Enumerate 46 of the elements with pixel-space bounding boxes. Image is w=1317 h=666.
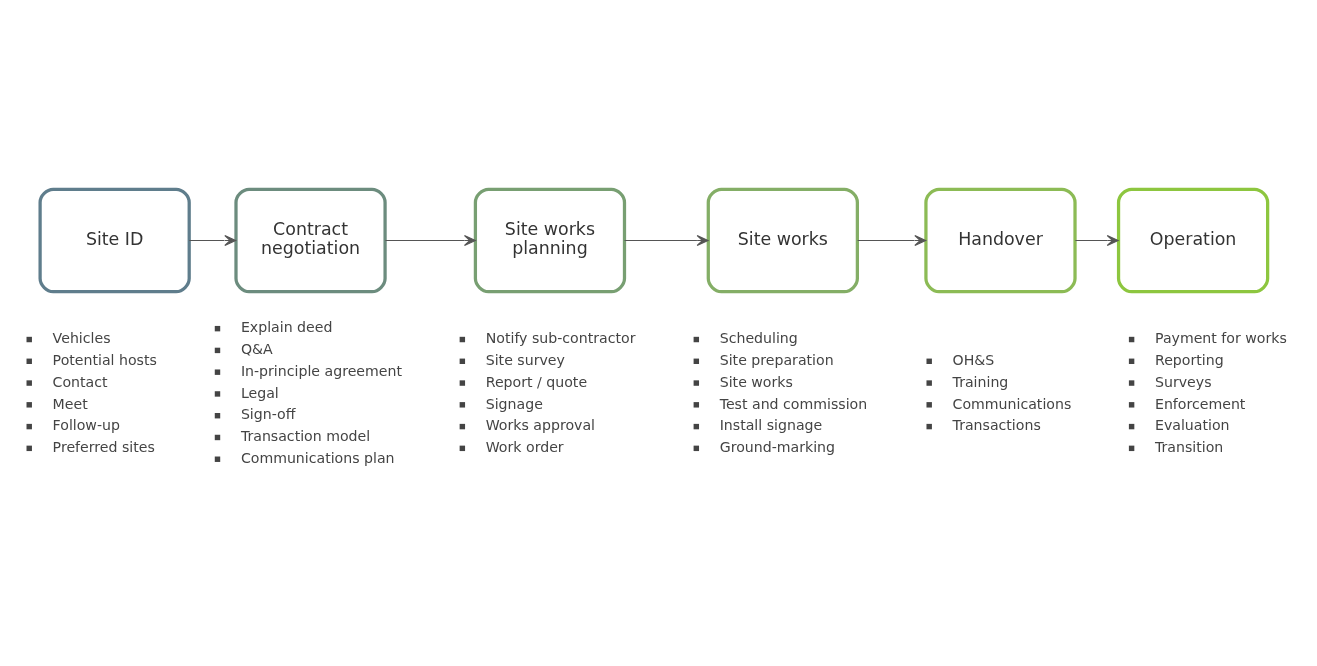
node-box: Contract negotiation bbox=[234, 187, 387, 294]
node-label: Enforcement bbox=[1155, 395, 1246, 412]
node-label: Surveys bbox=[1155, 373, 1212, 390]
node-box: Site works bbox=[706, 187, 859, 294]
node-label: Scheduling bbox=[719, 330, 798, 347]
node-label: In-principle agreement bbox=[240, 362, 402, 379]
node-label: Q&A bbox=[240, 341, 273, 358]
node-label: Training bbox=[952, 373, 1009, 390]
node-label: Preferred sites bbox=[52, 439, 155, 456]
node-label: Follow-up bbox=[52, 417, 120, 434]
node-label: Contact bbox=[52, 373, 108, 390]
node-label: OH&S bbox=[952, 351, 995, 368]
node-box: Handover bbox=[924, 187, 1077, 294]
node-label: Communications plan bbox=[240, 449, 395, 466]
arrow bbox=[188, 235, 237, 246]
node-label: Payment for works bbox=[1155, 330, 1287, 347]
node-box: Site ID bbox=[38, 187, 191, 294]
arrow bbox=[1074, 235, 1119, 246]
node-label: Explain deed bbox=[240, 319, 333, 336]
arrow bbox=[624, 235, 709, 246]
node-label: Ground-marking bbox=[719, 439, 836, 456]
node-label: Report / quote bbox=[485, 373, 588, 390]
node-label: Reporting bbox=[1155, 351, 1224, 368]
node-box: Operation bbox=[1116, 187, 1270, 294]
node-label: Communications bbox=[952, 395, 1072, 412]
node-label: Transition bbox=[1155, 439, 1224, 456]
node-label: Legal bbox=[240, 384, 279, 401]
arrow bbox=[384, 235, 476, 246]
node-box: Site works planning bbox=[473, 187, 627, 294]
node-label: Sign-off bbox=[240, 406, 296, 423]
node-label: Transaction model bbox=[240, 428, 371, 445]
node-label: Site preparation bbox=[719, 351, 834, 368]
arrow bbox=[857, 235, 927, 246]
node-label: Install signage bbox=[719, 417, 823, 434]
node-label: Transactions bbox=[952, 417, 1041, 434]
node-label: Site works bbox=[719, 373, 793, 390]
node-label: Vehicles bbox=[52, 330, 111, 347]
node-label: Meet bbox=[52, 395, 88, 412]
node-label: Notify sub-contractor bbox=[485, 330, 636, 347]
node-label: Evaluation bbox=[1155, 417, 1230, 434]
node-label: Site survey bbox=[485, 351, 565, 368]
node-label: Signage bbox=[485, 395, 543, 412]
node-label: Works approval bbox=[485, 417, 596, 434]
node-label: Potential hosts bbox=[52, 351, 157, 368]
node-label: Test and commission bbox=[719, 395, 868, 412]
node-label: Work order bbox=[485, 439, 564, 456]
